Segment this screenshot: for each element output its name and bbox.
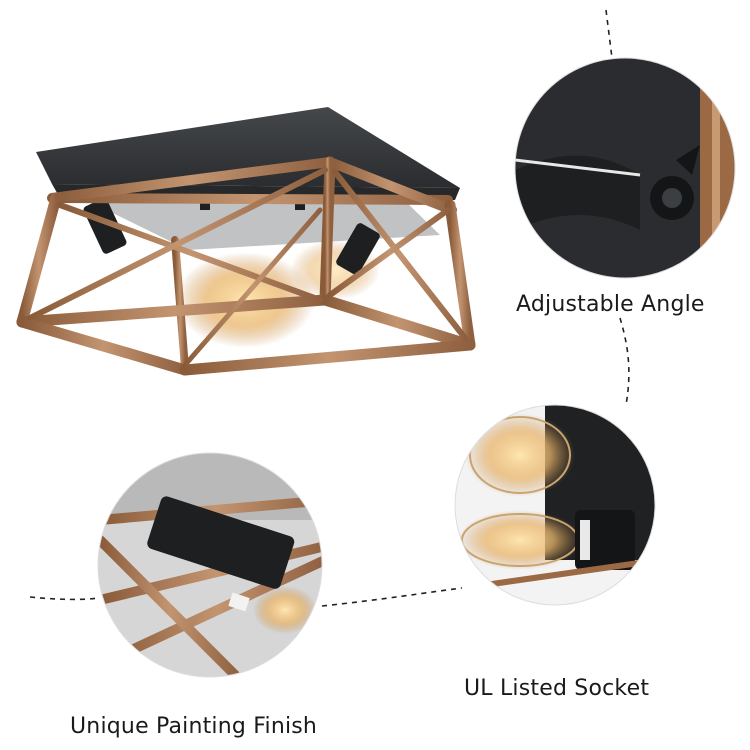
connector-middle [619, 317, 630, 406]
ceiling-light-fixture-icon [16, 107, 476, 376]
bulb-left-icon [175, 252, 315, 348]
connector-bottom [321, 587, 463, 607]
socket-right-icon [336, 223, 380, 275]
socket-left-icon [83, 198, 127, 254]
detail-unique-painting-finish [98, 453, 322, 677]
connector-top [605, 9, 613, 59]
dashed-connectors [29, 9, 630, 607]
callout-ul-listed-socket: UL Listed Socket [464, 676, 650, 701]
detail-circle-b-outline [454, 404, 656, 606]
wood-frame [16, 156, 476, 376]
detail-adjustable-angle [515, 58, 735, 278]
callout-unique-painting-finish: Unique Painting Finish [70, 714, 318, 739]
callout-adjustable-angle: Adjustable Angle [516, 292, 705, 317]
connector-left [29, 596, 99, 601]
detail-ul-listed-socket [455, 405, 655, 605]
canopy-underside [78, 196, 440, 250]
detail-circle-a-outline [514, 57, 736, 279]
detail-circle-c-outline [97, 452, 323, 678]
